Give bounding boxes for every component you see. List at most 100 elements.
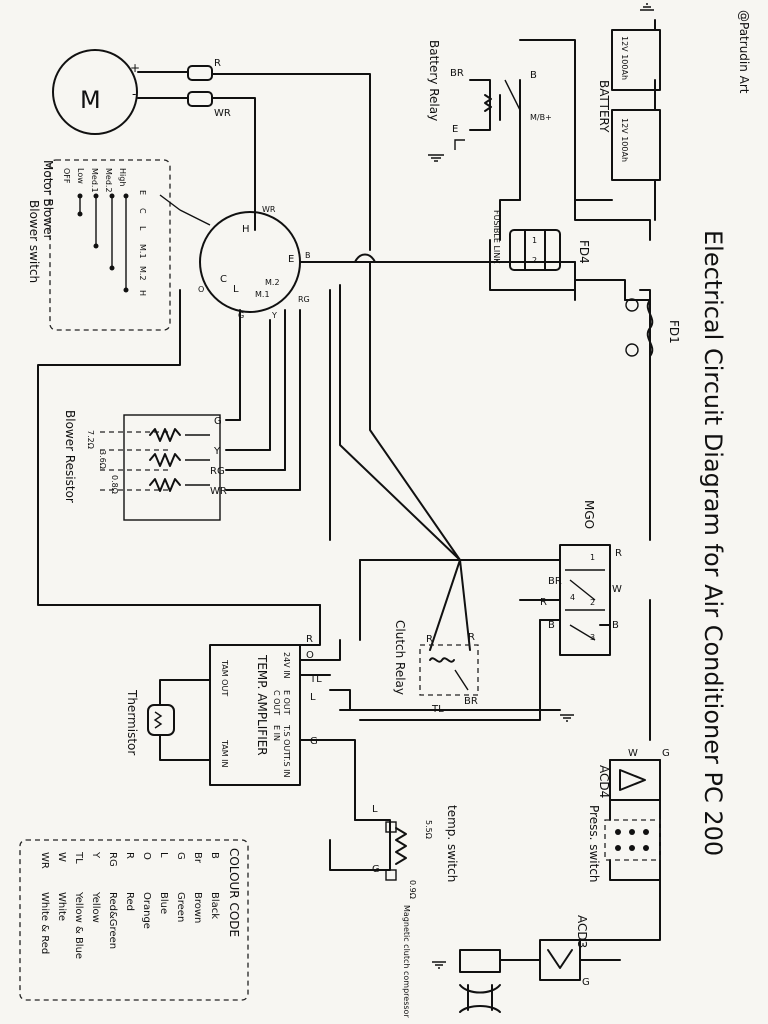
resistor-wire-wr: WR (210, 486, 227, 497)
switch-terminal-m2: M.2 (265, 278, 280, 287)
mgo-relay: R W B BR R B 1 2 3 4 MGO (540, 500, 622, 722)
resistor-wire-g: G (214, 416, 222, 427)
blower-switch-label: Blower switch (27, 200, 41, 283)
colour-code-entry-name: Red (124, 892, 135, 911)
colour-code-entry-name: Black (209, 892, 220, 919)
colour-code-entry-code: Y (90, 851, 101, 859)
amp-wire-g: G (310, 736, 318, 747)
switch-wire-o: O (198, 285, 204, 294)
amp-wire-r: R (306, 634, 313, 645)
motor-blower-label: Motor Blower (41, 160, 55, 240)
motor-blower: M + - Motor Blower (41, 49, 140, 240)
relay-wire-mb: M/B+ (530, 113, 552, 122)
amp-terminal-c-out: C OUT (272, 690, 281, 715)
colour-code-entry-code: B (209, 852, 220, 859)
switch-terminal-header-e: E (138, 190, 147, 195)
colour-code-entry-code: RG (107, 852, 118, 867)
temp-switch: L G 5.5Ω 0.9Ω temp. switch (372, 804, 459, 899)
fd1-label: FD1 (667, 320, 681, 344)
colour-code-entry-name: Yellow (90, 891, 101, 923)
colour-code-entry-name: Orange (141, 892, 152, 929)
switch-terminal-h: H (242, 224, 250, 235)
temp-switch-value-1: 5.5Ω (424, 820, 433, 839)
acd3-wire-g: G (582, 977, 590, 988)
amp-terminal-ts-out: T.S OUT (282, 724, 291, 756)
colour-code-rows: BBlackBrBrownGGreenLBlueOOrangeRRedRGRed… (39, 851, 220, 959)
fusible-terminal-2: 2 (532, 256, 537, 265)
mgo-terminal-4: 4 (570, 593, 575, 602)
magnetic-clutch-label: Magnetic clutch compressor (402, 905, 411, 1018)
colour-code-entry-name: Blue (158, 892, 169, 914)
diagram-title: Electrical Circuit Diagram for Air Condi… (699, 230, 727, 856)
temp-switch-label: temp. switch (445, 805, 459, 882)
switch-terminal-m1: M.1 (255, 290, 270, 299)
colour-code-entry-name: White & Red (39, 892, 50, 954)
switch-pos-low: Low (76, 168, 85, 184)
switch-wire-y: Y (271, 311, 277, 320)
amp-terminal-e-in: E IN (272, 725, 281, 741)
battery-relay-label: Battery Relay (427, 40, 441, 121)
blower-resistor: G Y RG WR 7.2Ω 3.6Ω 0.8Ω Blower Resistor (63, 410, 227, 521)
colour-code-entry-code: G (175, 852, 186, 860)
wiring (37, 19, 661, 961)
switch-terminal-header-h: H (138, 290, 147, 296)
switch-terminal-l: L (233, 284, 239, 295)
colour-code-entry-code: R (124, 852, 135, 859)
mgo-terminal-3: 3 (590, 633, 595, 642)
relay-wire-br: BR (450, 68, 464, 79)
colour-code-entry-code: O (141, 852, 152, 860)
colour-code-title: COLOUR CODE (227, 848, 241, 937)
acd4-block: W G ACD4 Press. switch (587, 748, 670, 883)
blower-resistor-label: Blower Resistor (63, 410, 77, 503)
title-block: Electrical Circuit Diagram for Air Condi… (699, 10, 751, 856)
resistor-value-1: 7.2Ω (86, 430, 95, 449)
colour-code-entry-code: L (158, 852, 169, 858)
colour-code-entry-name: Green (175, 892, 186, 922)
clutch-relay-wire-br: BR (464, 696, 478, 707)
amp-wire-o: O (306, 650, 314, 661)
fd1-fuse: FD1 (625, 298, 681, 357)
clutch-relay-wire-r2: R (468, 632, 475, 643)
mgo-wire-r: R (615, 548, 622, 559)
amp-wire-l: L (310, 692, 316, 703)
motor-plus: + (130, 61, 140, 75)
colour-code-entry-code: W (56, 852, 67, 862)
colour-code-entry-name: Brown (192, 892, 203, 923)
switch-terminal-header-m2: M.2 (138, 266, 147, 281)
battery-cell-1: 12V 100Ah (620, 36, 629, 80)
switch-pos-off: OFF (62, 168, 71, 184)
colour-code-entry-code: Br (192, 852, 203, 864)
motor-symbol: M (80, 86, 101, 114)
rotary-switch: H E M.2 M.1 L C WR B RG Y G O (198, 205, 311, 320)
fusible-terminal-1: 1 (532, 236, 537, 245)
colour-code-entry-code: WR (39, 852, 50, 869)
battery-relay: BR E B M/B+ Battery Relay (427, 40, 552, 162)
amp-wire-tl: TL (309, 674, 322, 685)
colour-code-entry-name: Yellow & Blue (73, 891, 84, 959)
relay-wire-b: B (530, 70, 537, 81)
mgo-wire-b: B (612, 620, 619, 631)
acd4-wire-g: G (662, 748, 670, 759)
fusible-link-label: FUSIBLE LINK (492, 210, 501, 264)
colour-code-entry-name: White (56, 892, 67, 921)
clutch-relay-label: Clutch Relay (393, 620, 407, 695)
signature: @Patrudin Art (737, 10, 751, 94)
switch-terminal-e: E (288, 254, 294, 265)
thermistor-label: Thermistor (125, 689, 139, 755)
press-switch-label: Press. switch (587, 805, 601, 883)
amp-tam-in: TAM IN (220, 739, 229, 768)
acd3-clutch: G ACD3 Magnetic clutch compressor (402, 905, 590, 1018)
mgo-terminal-1: 1 (590, 553, 595, 562)
switch-wire-rg: RG (298, 295, 310, 304)
mgo-wire-br: BR (548, 576, 562, 587)
switch-pos-high: High (118, 168, 127, 186)
motor-connectors: R WR (187, 58, 231, 119)
fd4-label: FD4 (577, 240, 591, 264)
clutch-relay: R R TL BR Clutch Relay (393, 620, 479, 715)
temp-switch-wire-g: G (372, 864, 380, 875)
resistor-wire-y: Y (213, 446, 221, 457)
wire-wr-label: WR (214, 108, 231, 119)
